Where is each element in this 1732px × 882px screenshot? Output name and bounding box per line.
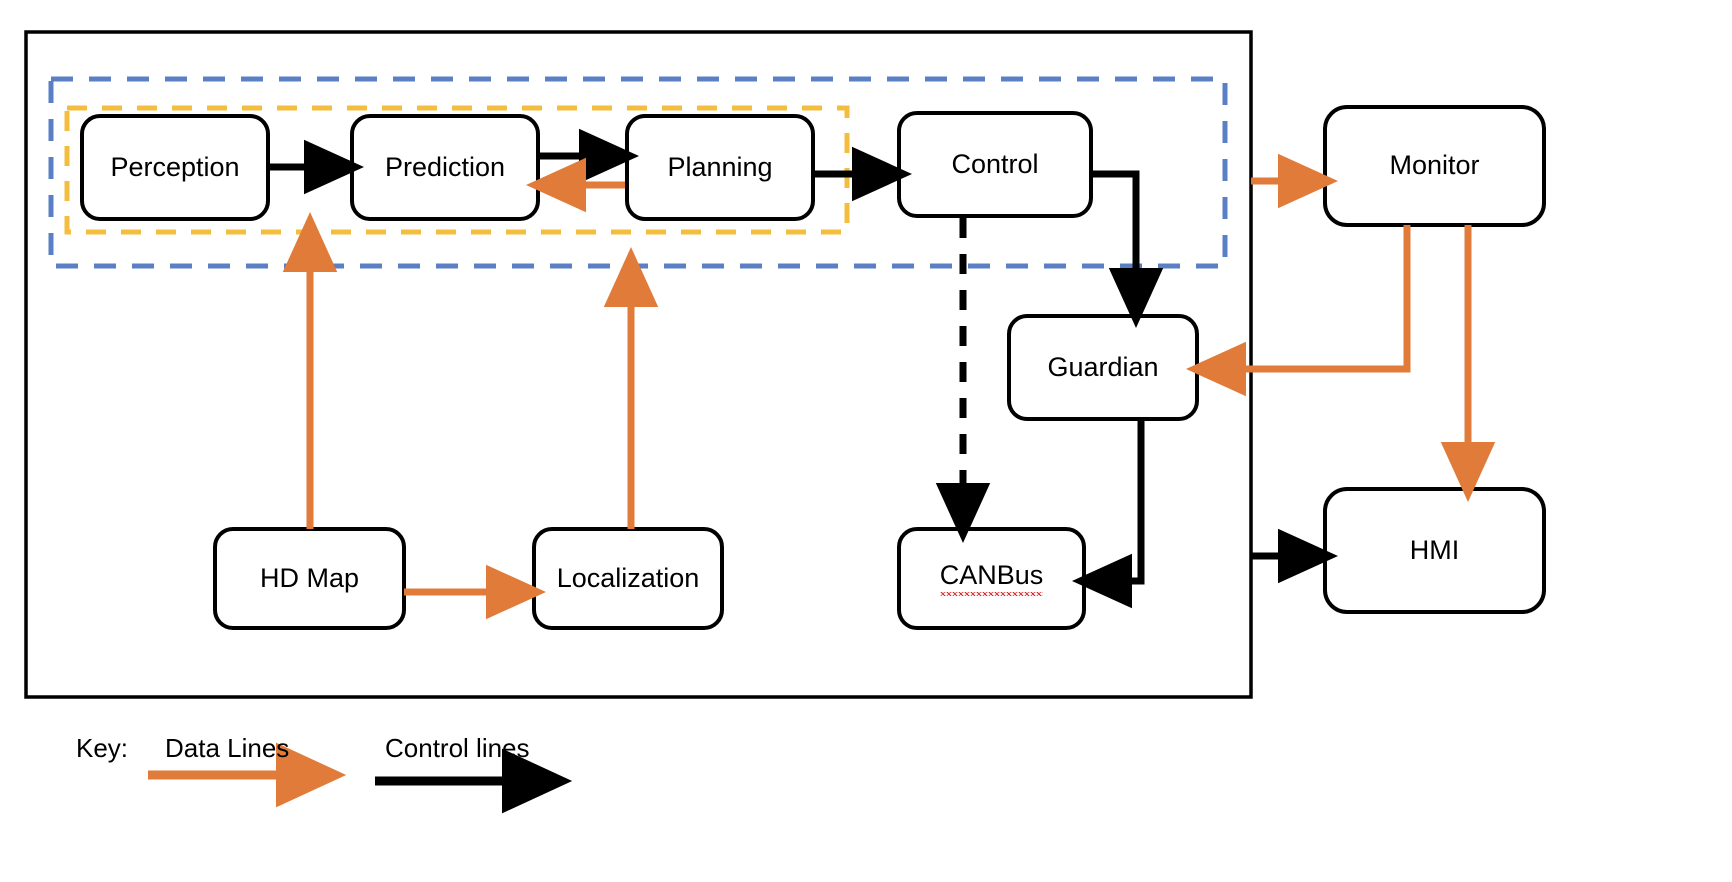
key-label-control: Control lines bbox=[385, 733, 530, 763]
vehicle-boundary bbox=[24, 30, 1253, 699]
node-hd-map[interactable] bbox=[213, 527, 406, 630]
node-hmi[interactable] bbox=[1323, 487, 1546, 614]
edge-control-to-guardian bbox=[1091, 170, 1164, 329]
node-prediction[interactable] bbox=[350, 114, 540, 221]
node-monitor[interactable] bbox=[1323, 105, 1546, 227]
node-guardian[interactable] bbox=[1007, 314, 1199, 421]
node-localization[interactable] bbox=[532, 527, 724, 630]
edge-guardian-to-canbus bbox=[1071, 419, 1145, 609]
node-perception[interactable] bbox=[80, 114, 270, 221]
yellow-group-boundary bbox=[64, 105, 850, 235]
edge-monitor-to-guardian bbox=[1185, 225, 1411, 397]
key-label-data: Data Lines bbox=[165, 733, 290, 763]
node-control[interactable] bbox=[897, 111, 1093, 218]
node-planning[interactable] bbox=[625, 114, 815, 221]
node-canbus[interactable] bbox=[897, 527, 1086, 630]
key-title: Key: bbox=[76, 733, 129, 763]
